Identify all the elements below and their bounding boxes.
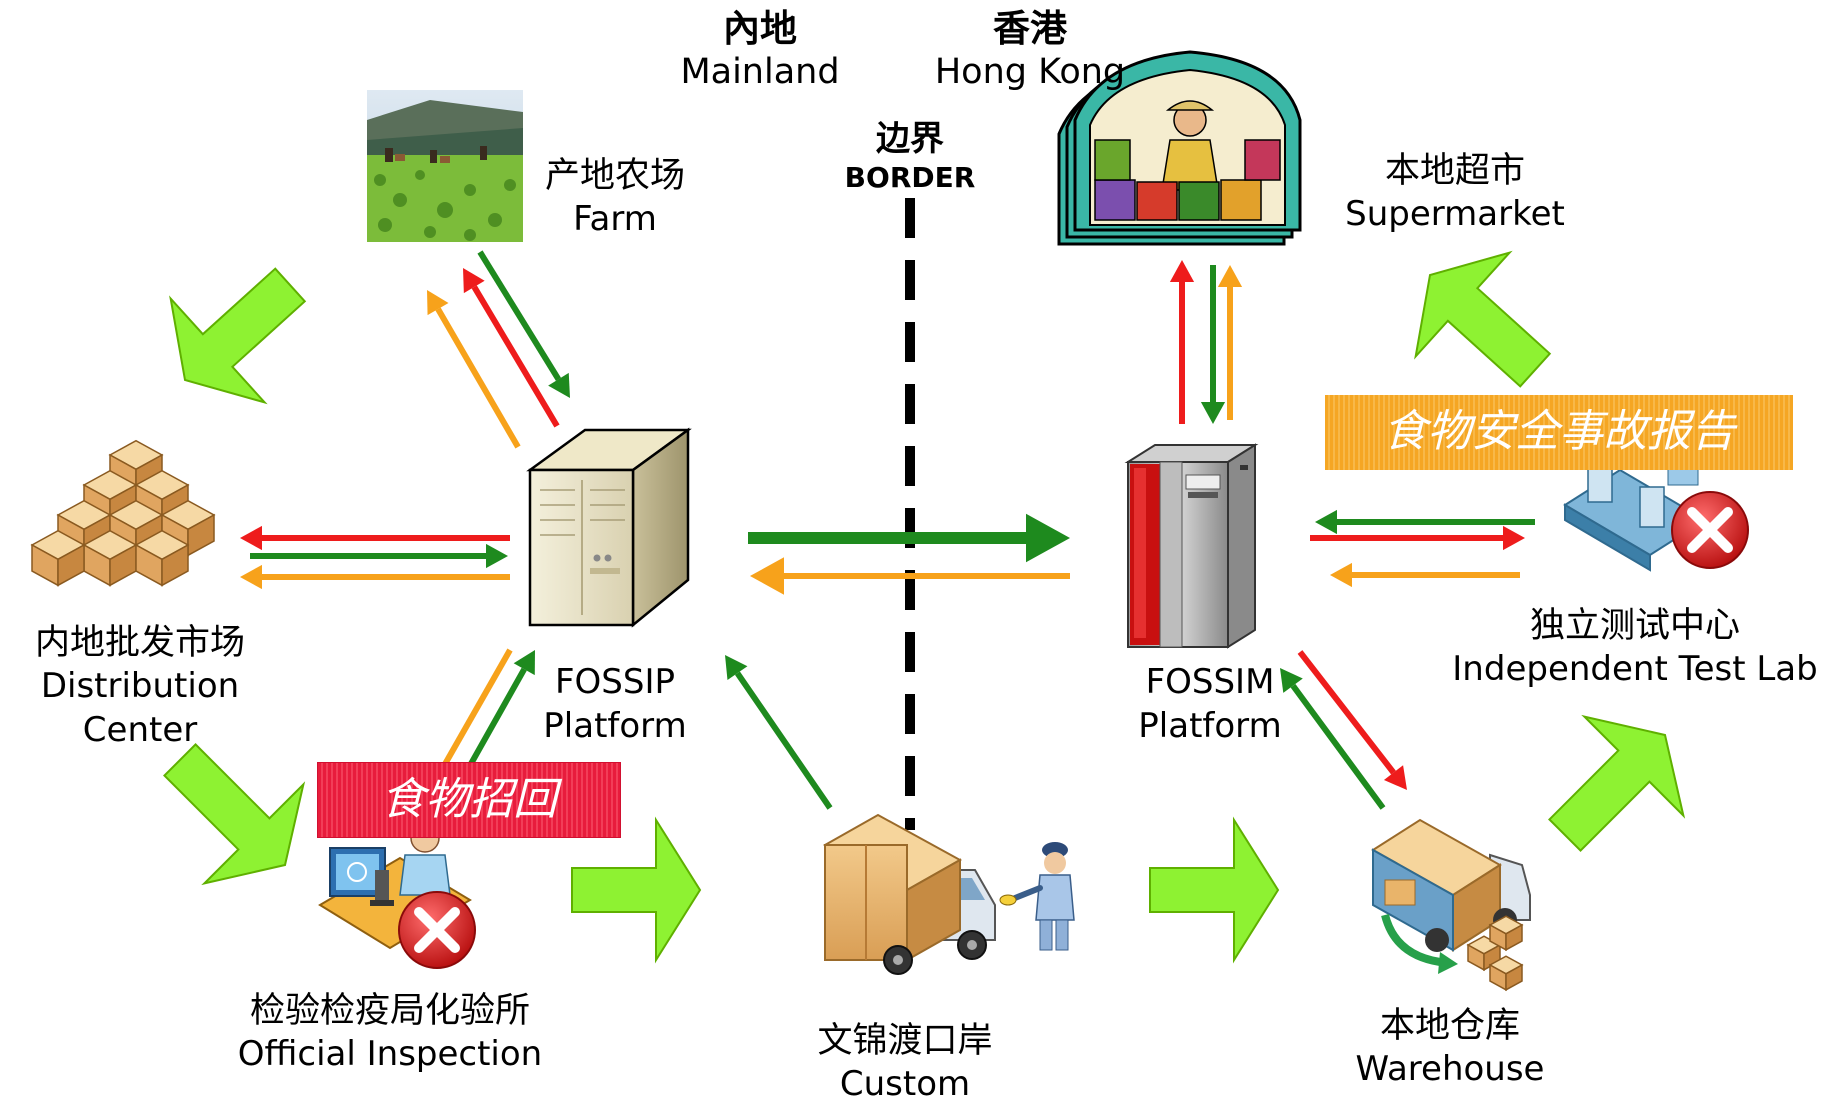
box-icon [1488,915,1524,952]
flow-arrow-inspection-to-custom [571,816,702,964]
data-arrow-supermarket-to-fossim [1200,265,1226,424]
alert-arrow-fossip-to-distribution [240,525,510,551]
info-arrow-fossip-to-farm [427,290,521,449]
rejected-icon [398,891,476,969]
boxes-icon [30,439,216,587]
flow-arrow-distribution-to-inspection [163,743,306,886]
warehouse-en: Warehouse [1355,1049,1545,1089]
alert-arrow-fossim-to-testlab [1310,525,1525,551]
border-en: BORDER [844,161,976,194]
data-arrow-warehouse-to-fossim [1280,668,1386,810]
supermarket-label: 本地超市 Supermarket [1330,150,1580,236]
flow-arrow-custom-to-warehouse [1149,816,1280,964]
warehouse-label: 本地仓库 Warehouse [1340,1005,1560,1091]
farm-zh: 产地农场 [544,156,685,196]
testlab-en: Independent Test Lab [1452,649,1818,689]
farm-image [367,90,523,242]
inspection-en: Official Inspection [237,1034,543,1074]
fossim-en1: FOSSIM [1145,662,1275,702]
supermarket-zh: 本地超市 [1384,151,1525,191]
distribution-zh: 内地批发市场 [34,623,245,663]
inspection-zh: 检验检疫局化验所 [249,991,530,1031]
mainland-zh: 內地 [723,7,797,50]
info-arrow-fossim-to-supermarket [1217,265,1243,420]
fossim-label: FOSSIM Platform [1110,660,1310,748]
officer-icon [999,842,1075,951]
flow-arrow-warehouse-to-testlab [1548,714,1686,852]
farm-label: 产地农场 Farm [525,155,705,241]
warehouse-boxes-icon [1466,915,1524,992]
info-arrow-fossim-to-fossip [750,557,1070,595]
border-zh: 边界 [876,119,944,159]
hongkong-zh: 香港 [993,7,1067,50]
custom-zh: 文锦渡口岸 [817,1021,993,1061]
data-arrow-custom-to-fossip [725,655,833,810]
custom-en: Custom [839,1064,971,1104]
hongkong-en: Hong Kong [934,52,1126,92]
data-arrow-fossip-to-fossim [748,513,1070,563]
incident-report-banner: 食物安全事故报告 [1325,395,1793,470]
testlab-zh: 独立测试中心 [1529,606,1740,646]
flow-arrow-farm-to-distribution [169,267,307,405]
distribution-en1: Distribution [40,666,240,706]
data-arrow-farm-to-fossip [477,250,570,398]
box-icon [1466,935,1502,972]
box-icon [30,529,86,587]
distribution-label: 内地批发市场 Distribution Center [0,622,280,752]
alert-arrow-fossim-to-warehouse [1297,650,1407,790]
hongkong-label: 香港 Hong Kong [930,8,1130,94]
alert-arrow-fossip-to-farm [463,268,560,428]
info-arrow-fossip-to-distribution [240,564,510,590]
mainland-label: 內地 Mainland [680,8,840,94]
box-icon [1488,955,1524,992]
flow-arrow-testlab-to-supermarket [1414,250,1552,388]
border-label: 边界 BORDER [830,118,990,196]
data-arrow-distribution-to-fossip [250,543,508,569]
fossim-mainframe-icon [1124,443,1259,649]
test-lab-icon [1563,454,1707,572]
inspection-label: 检验检疫局化验所 Official Inspection [230,990,550,1076]
rejected-icon [1671,491,1749,569]
data-arrow-testlab-to-fossim [1315,509,1535,535]
supermarket-image [1057,50,1302,246]
box-icon [134,529,190,587]
customs-truck-icon [822,813,996,975]
warehouse-zh: 本地仓库 [1379,1006,1520,1046]
food-recall-banner: 食物招回 [317,762,621,838]
alert-arrow-fossim-to-supermarket [1169,260,1195,424]
distribution-en2: Center [82,710,198,750]
fossip-en1: FOSSIP [554,662,675,702]
fossim-en2: Platform [1138,706,1282,746]
supermarket-en: Supermarket [1345,194,1565,234]
custom-label: 文锦渡口岸 Custom [780,1020,1030,1106]
fossip-label: FOSSIP Platform [520,660,710,748]
fossip-server-icon [526,427,692,628]
farm-en: Farm [573,199,657,239]
inspection-icon [318,823,472,950]
fossip-en2: Platform [543,706,687,746]
info-arrow-fossim-to-testlab [1330,562,1520,588]
testlab-label: 独立测试中心 Independent Test Lab [1450,605,1820,691]
mainland-en: Mainland [680,52,840,92]
